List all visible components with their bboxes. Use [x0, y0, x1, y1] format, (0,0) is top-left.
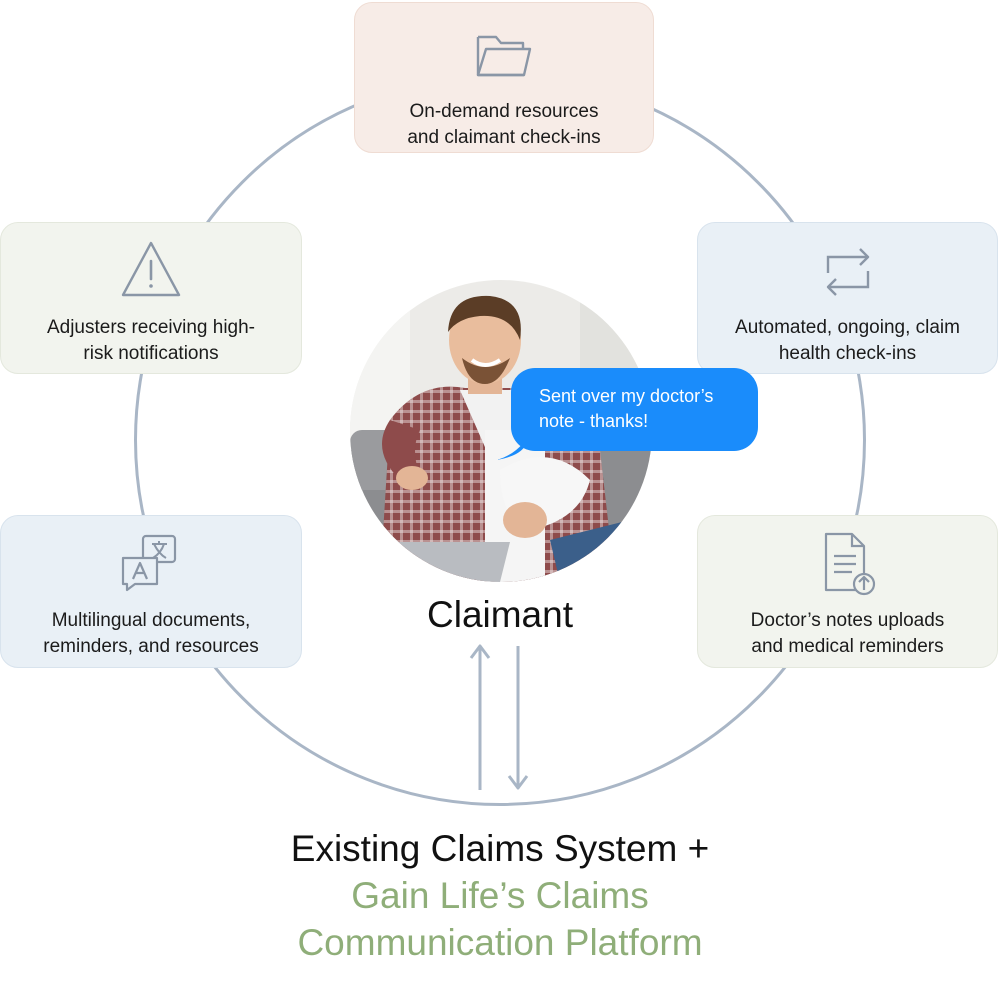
card-multilingual-documents: Multilingual documents, reminders, and r… — [0, 515, 302, 668]
claimant-label: Claimant — [427, 594, 573, 635]
footer-title: Existing Claims System + — [290, 828, 710, 869]
up-arrow-icon — [469, 644, 491, 790]
document-upload-icon — [824, 532, 875, 596]
card-label: Adjusters receiving high- risk notificat… — [46, 317, 256, 364]
card-on-demand-resources: On-demand resources and claimant check-i… — [354, 2, 654, 153]
sync-arrows — [469, 644, 529, 790]
card-label: Doctor’s notes uploads and medical remin… — [750, 610, 945, 657]
folder-icon — [476, 35, 532, 77]
card-label: Multilingual documents, reminders, and r… — [43, 610, 259, 657]
repeat-icon — [826, 248, 869, 296]
footer-subtitle: Gain Life’s Claims Communication Platfor… — [297, 875, 703, 963]
card-high-risk-notifications: Adjusters receiving high- risk notificat… — [0, 222, 302, 374]
down-arrow-icon — [507, 646, 529, 790]
card-automated-check-ins: Automated, ongoing, claim health check-i… — [697, 222, 998, 374]
translate-icon — [121, 534, 177, 592]
warning-icon — [121, 241, 181, 297]
chat-bubble: Sent over my doctor’s note - thanks! — [511, 368, 758, 451]
card-label: On-demand resources and claimant check-i… — [407, 101, 601, 148]
card-label: Automated, ongoing, claim health check-i… — [735, 317, 960, 364]
card-doctors-notes: Doctor’s notes uploads and medical remin… — [697, 515, 998, 668]
